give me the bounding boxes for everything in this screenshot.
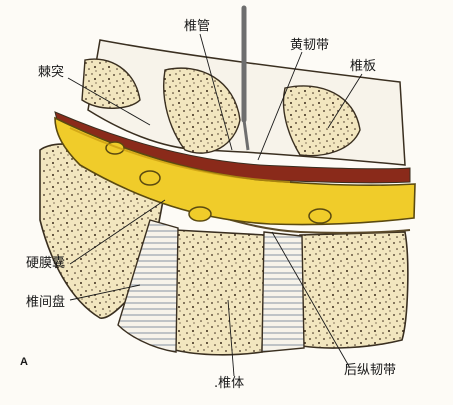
label-ligamentum-flavum: 黄韧带 xyxy=(290,38,330,53)
label-spinous-process: 棘突 xyxy=(38,65,65,80)
leader-intervertebral-disc xyxy=(69,284,141,301)
nerve-root-4 xyxy=(308,208,332,224)
leader-dural-sac xyxy=(69,199,166,265)
intervertebral-discs xyxy=(117,219,305,353)
lamina-left xyxy=(81,58,141,109)
lamina-right xyxy=(282,85,361,157)
leader-spinal-canal xyxy=(199,33,233,151)
vertebral-body-middle xyxy=(174,229,266,356)
label-lamina: 椎板 xyxy=(350,59,377,74)
leader-vertebral-body xyxy=(227,299,235,377)
dural-sac-shading xyxy=(69,127,291,183)
label-spinal-canal: 椎管 xyxy=(184,19,211,34)
leader-spinous-process xyxy=(67,77,151,126)
needle xyxy=(241,5,250,151)
leader-ligamentum-flavum xyxy=(257,51,303,161)
nerve-root-2 xyxy=(139,170,161,186)
label-intervertebral-disc: 椎间盘 xyxy=(26,295,66,310)
panel-letter: A xyxy=(20,356,28,368)
intervertebral-disc-right xyxy=(261,231,305,353)
leader-posterior-longitudinal-ligament xyxy=(271,231,351,369)
nerve-root-3 xyxy=(188,206,212,222)
leader-lamina xyxy=(327,73,363,129)
dural-sac xyxy=(54,116,416,226)
intervertebral-disc-left xyxy=(117,219,179,353)
label-posterior-longitudinal-ligament: 后纵韧带 xyxy=(344,363,397,378)
vertebral-body-right xyxy=(299,231,409,349)
label-dural-sac: 硬膜囊 xyxy=(26,256,66,271)
label-vertebral-body: .椎体 xyxy=(214,376,245,391)
leader-lines xyxy=(67,33,363,377)
